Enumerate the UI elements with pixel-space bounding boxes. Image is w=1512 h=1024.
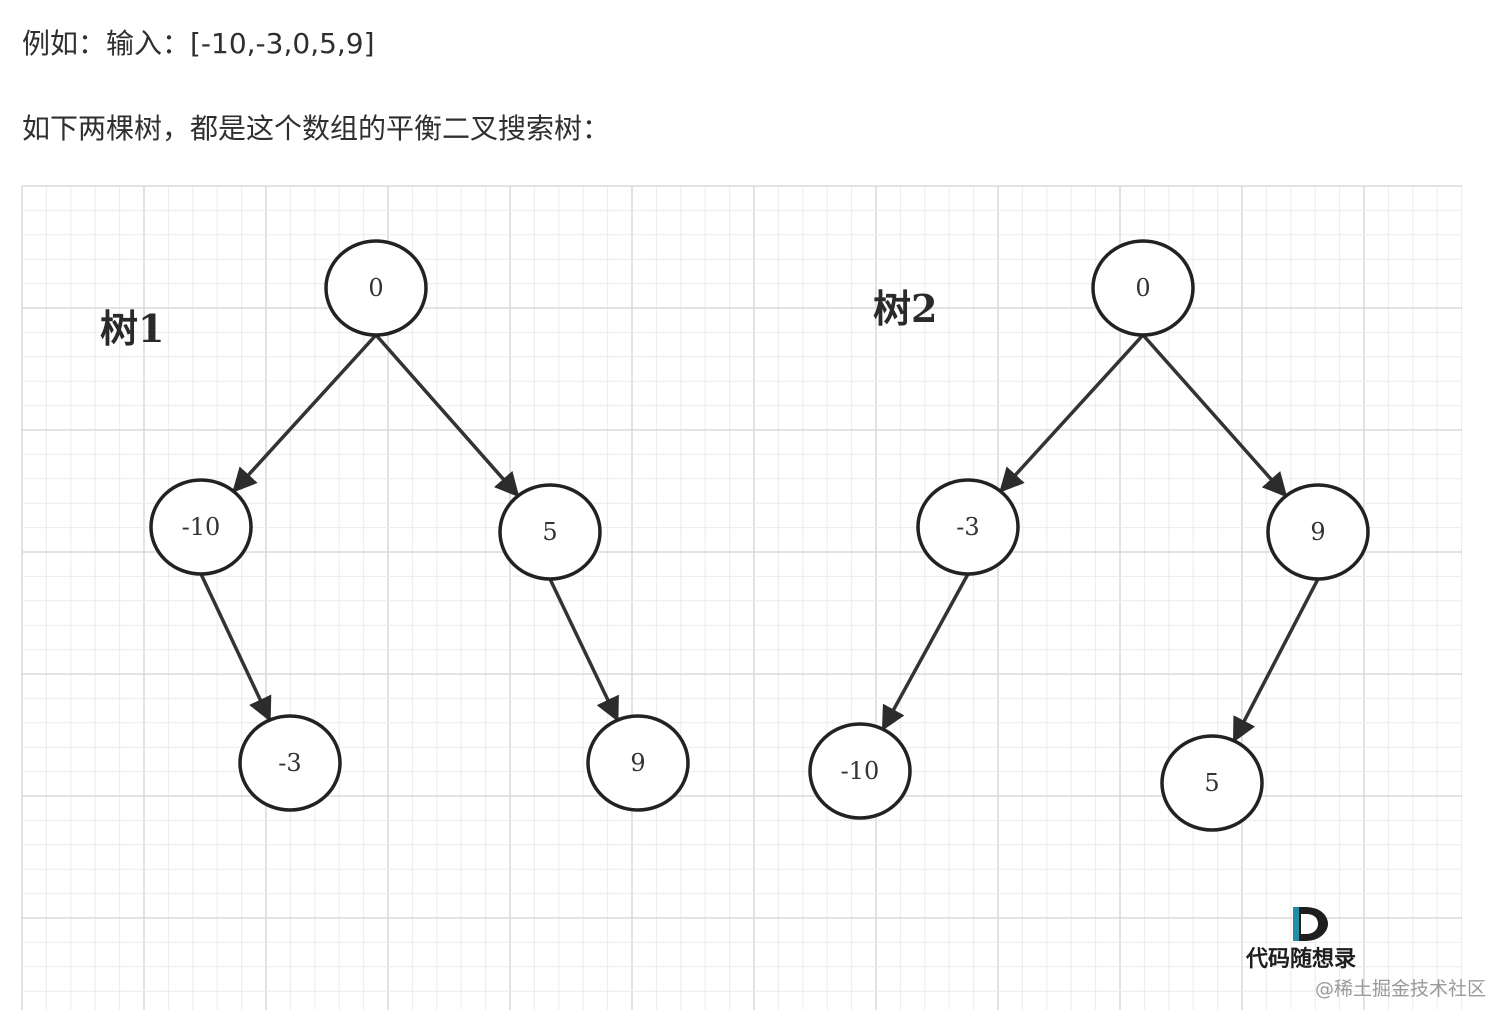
node-circle bbox=[149, 478, 253, 576]
edge-arrow-t2-left-to-t2-left-left bbox=[881, 573, 970, 732]
tree-node-t1-right: 5 bbox=[498, 483, 602, 581]
edge-arrow-t1-root-to-t1-right bbox=[374, 333, 520, 498]
tree-node-t2-left-left: -10 bbox=[808, 722, 912, 820]
tree-node-t1-left: -10 bbox=[149, 478, 253, 576]
logo: 代码随想录 bbox=[1245, 907, 1356, 972]
nodes-layer: 0 -10 5 -3 9 0 -3 9 -10 5 bbox=[149, 239, 1370, 832]
watermark: @稀土掘金技术社区 bbox=[1314, 978, 1486, 1000]
node-label: 5 bbox=[1204, 769, 1219, 797]
node-label: -3 bbox=[278, 749, 301, 777]
node-label: -10 bbox=[841, 757, 880, 785]
edge-arrow-t1-right-to-t1-right-right bbox=[548, 578, 620, 722]
grid-background bbox=[21, 185, 1463, 1010]
node-label: 5 bbox=[542, 518, 557, 546]
edge-arrow-t1-left-to-t1-left-right bbox=[199, 573, 272, 722]
tree-node-t2-right-left: 5 bbox=[1160, 734, 1264, 832]
description-text: 如下两棵树，都是这个数组的平衡二叉搜索树： bbox=[22, 112, 611, 145]
node-circle bbox=[1091, 239, 1195, 337]
node-circle bbox=[586, 714, 690, 812]
node-label: 0 bbox=[1135, 274, 1150, 302]
node-label: 9 bbox=[1310, 518, 1325, 546]
node-circle bbox=[324, 239, 428, 337]
node-circle bbox=[1266, 483, 1370, 581]
logo-mark-icon bbox=[1293, 907, 1328, 941]
node-circle bbox=[238, 714, 342, 812]
tree-2-title: 树2 bbox=[873, 286, 937, 331]
tree-node-t1-root: 0 bbox=[324, 239, 428, 337]
edge-arrow-t2-root-to-t2-left bbox=[999, 333, 1145, 493]
example-input-text: 例如：输入：[-10,-3,0,5,9] bbox=[22, 27, 375, 60]
tree-node-t2-root: 0 bbox=[1091, 239, 1195, 337]
tree-node-t1-right-right: 9 bbox=[586, 714, 690, 812]
edge-arrow-t2-root-to-t2-right bbox=[1141, 333, 1288, 498]
tree-node-t2-left: -3 bbox=[916, 478, 1020, 576]
node-label: 0 bbox=[368, 274, 383, 302]
edges-layer bbox=[199, 333, 1320, 743]
node-circle bbox=[916, 478, 1020, 576]
node-label: -10 bbox=[182, 513, 221, 541]
node-circle bbox=[808, 722, 912, 820]
edge-arrow-t1-root-to-t1-left bbox=[232, 333, 378, 493]
node-circle bbox=[498, 483, 602, 581]
node-circle bbox=[1160, 734, 1264, 832]
tree-node-t2-right: 9 bbox=[1266, 483, 1370, 581]
edge-arrow-t2-right-to-t2-right-left bbox=[1232, 578, 1320, 743]
tree-1-title: 树1 bbox=[100, 306, 164, 351]
logo-text: 代码随想录 bbox=[1245, 946, 1356, 972]
node-label: -3 bbox=[956, 513, 979, 541]
tree-node-t1-left-right: -3 bbox=[238, 714, 342, 812]
node-label: 9 bbox=[630, 749, 645, 777]
